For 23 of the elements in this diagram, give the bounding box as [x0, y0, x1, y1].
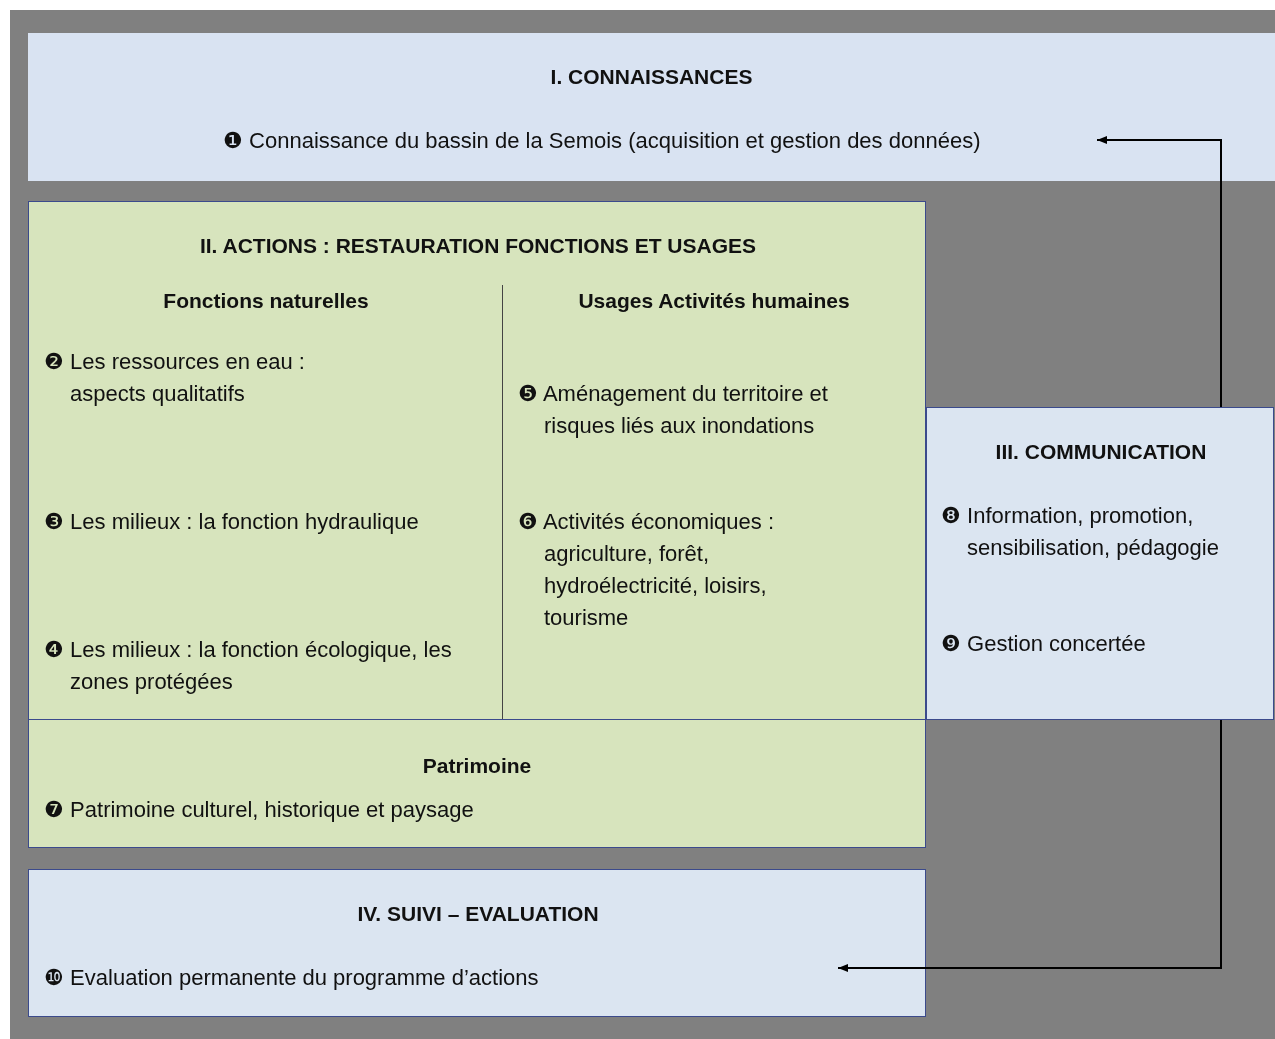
item-text: ❽ Information, promotion, sensibilisation, pédagogie — [941, 502, 1220, 562]
section-heading: II. ACTIONS : RESTAURATION FONCTIONS ET USAGES — [198, 233, 758, 259]
section-heading: Usages Activités humaines — [577, 288, 851, 314]
section-heading: Patrimoine — [421, 753, 533, 779]
item-text: ❷ Les ressources en eau : aspects qualitatifs — [44, 348, 306, 408]
item-text: ❾ Gestion concertée — [941, 630, 1147, 658]
section-panel — [28, 33, 1275, 181]
section-heading: IV. SUIVI – EVALUATION — [356, 901, 600, 927]
item-text: ❸ Les milieux : la fonction hydraulique — [44, 508, 420, 536]
item-text: ❹ Les milieux : la fonction écologique, les zones protégées — [44, 636, 453, 696]
item-text: ❺ Aménagement du territoire et risques liés aux inondations — [518, 380, 829, 440]
section-panel — [28, 201, 926, 848]
section-heading: Fonctions naturelles — [162, 288, 370, 314]
section-heading: I. CONNAISSANCES — [549, 64, 754, 90]
item-text: ❿ Evaluation permanente du programme d’actions — [44, 964, 540, 992]
section-heading: III. COMMUNICATION — [994, 439, 1208, 465]
section-panel — [926, 407, 1274, 720]
item-text: ❶ Connaissance du bassin de la Semois (acquisition et gestion des données) — [223, 127, 982, 155]
arrow — [837, 719, 1222, 972]
item-text: ❼ Patrimoine culturel, historique et paysage — [44, 796, 475, 824]
section-panel — [28, 869, 926, 1017]
arrow — [1096, 136, 1222, 408]
item-text: ❻ Activités économiques : agriculture, forêt, hydroélectricité, loisirs, tourisme — [518, 508, 775, 632]
